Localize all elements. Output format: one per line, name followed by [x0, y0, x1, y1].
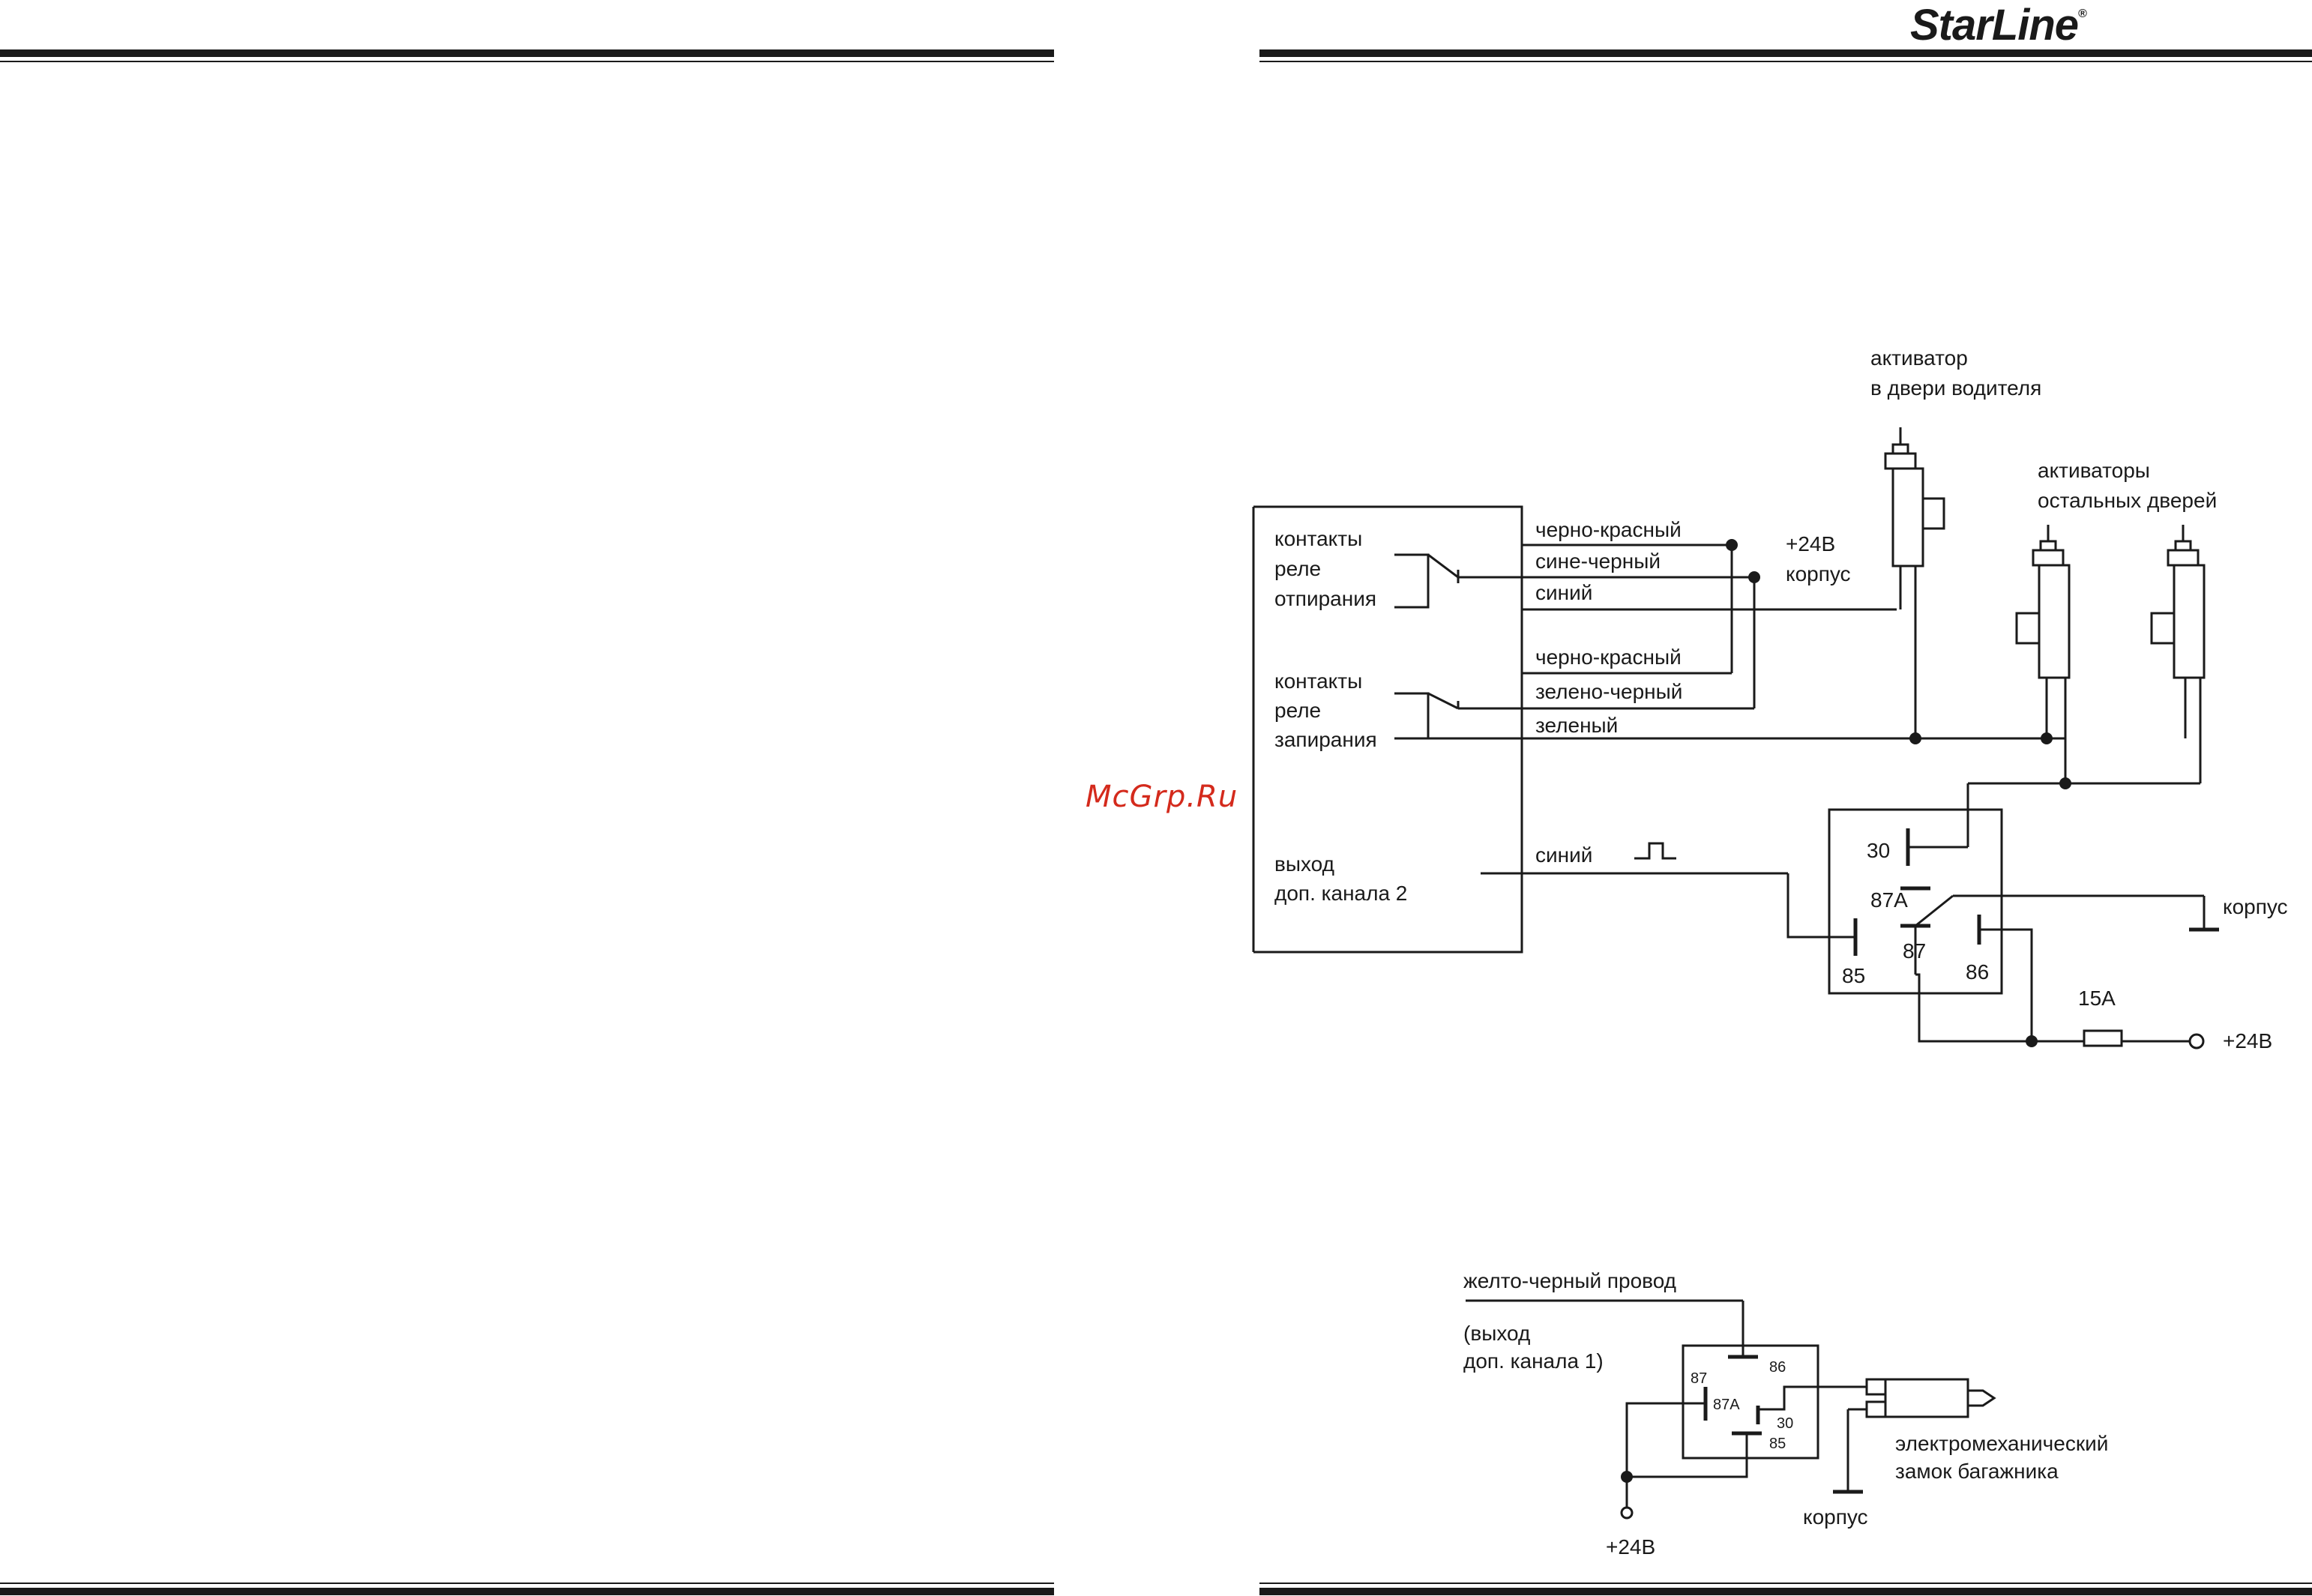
- central-lock-diagram: [1252, 505, 2065, 954]
- relay2-pin-30: 30: [1777, 1415, 1793, 1432]
- unlock-relay-label-1: контакты: [1274, 527, 1362, 550]
- lock-relay-label-1: контакты: [1274, 669, 1362, 693]
- relay2-pin-86: 86: [1769, 1359, 1786, 1376]
- lock-relay-label-2: реле: [1274, 699, 1321, 722]
- relay2-pin-87a: 87А: [1713, 1397, 1740, 1413]
- relay1-pin-87a: 87А: [1870, 888, 1908, 912]
- trunk-lock-label-1: электромеханический: [1895, 1432, 2108, 1455]
- wire-black-red-1: черно-красный: [1535, 518, 1682, 541]
- driver-actuator-label-2: в двери водителя: [1870, 376, 2041, 400]
- trunk-lock-label-2: замок багажника: [1895, 1460, 2059, 1483]
- plus24-top: +24В: [1786, 532, 1835, 555]
- wire-green-black: зелено-черный: [1535, 680, 1682, 703]
- door-actuator-2: [1968, 525, 2206, 785]
- unlock-relay-label-3: отпирания: [1274, 587, 1376, 610]
- diagram1-labels: контакты реле отпирания контакты реле за…: [1274, 346, 2288, 1053]
- diagram2-labels: желто-черный провод (выход доп. канала 1…: [1463, 1269, 2108, 1559]
- plus24-right: +24В: [2223, 1029, 2272, 1053]
- relay2-pin-87: 87: [1691, 1370, 1707, 1387]
- plus24-2: +24В: [1606, 1535, 1655, 1559]
- relay2-pin-85: 85: [1769, 1436, 1786, 1452]
- relay1-pin-86: 86: [1966, 960, 1989, 984]
- wire-blue-1: синий: [1535, 581, 1592, 604]
- yellow-black-wire-label: желто-черный провод: [1463, 1269, 1676, 1292]
- junction-dot-2: [1621, 1471, 1633, 1483]
- aux-output-label-1: выход: [1274, 852, 1334, 876]
- fuse-label: 15А: [2078, 987, 2116, 1010]
- aux-output1-label-2: доп. канала 1): [1463, 1349, 1604, 1373]
- wire-black-red-2: черно-красный: [1535, 645, 1682, 669]
- lock-relay-label-3: запирания: [1274, 728, 1377, 751]
- ground-top: корпус: [1786, 562, 1851, 585]
- watermark: McGrp.Ru: [1086, 780, 1238, 814]
- wire-green: зеленый: [1535, 714, 1618, 737]
- relay1-pin-85: 85: [1842, 964, 1865, 987]
- other-actuators-label-1: активаторы: [2038, 459, 2150, 482]
- wire-blue-2: синий: [1535, 843, 1592, 867]
- ground-right: корпус: [2223, 895, 2288, 918]
- page-rules: [0, 49, 2312, 1595]
- aux-output1-label-1: (выход: [1463, 1322, 1530, 1345]
- ground-2: корпус: [1803, 1505, 1868, 1529]
- trunk-release-diagram: [1466, 1299, 1996, 1520]
- aux-output-label-2: доп. канала 2: [1274, 882, 1407, 905]
- other-actuators-label-2: остальных дверей: [2038, 489, 2217, 512]
- junction-dots: [1726, 539, 2071, 1047]
- driver-actuator-label-1: активатор: [1870, 346, 1968, 370]
- door-actuator-1: [2015, 525, 2071, 783]
- wire-blue-black: сине-черный: [1535, 549, 1661, 573]
- starline-logo: StarLine®: [1910, 1, 2087, 49]
- relay1-pin-87: 87: [1903, 939, 1926, 963]
- unlock-relay-label-2: реле: [1274, 557, 1321, 580]
- driver-actuator: [1884, 427, 1945, 738]
- relay1-pin-30: 30: [1867, 839, 1890, 862]
- relay-1: [1786, 783, 2219, 1050]
